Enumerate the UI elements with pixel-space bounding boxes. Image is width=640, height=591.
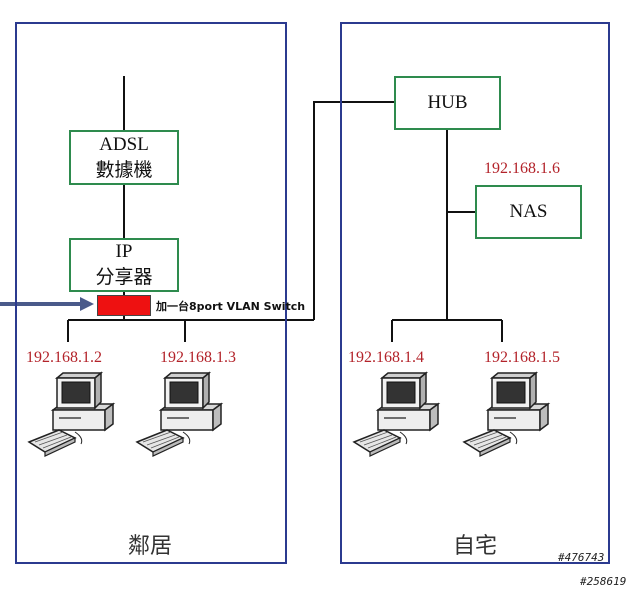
computer-icon	[463, 372, 549, 457]
hub-box: HUB	[394, 76, 501, 130]
modem-label: 數據機	[95, 159, 153, 181]
hub-label: HUB	[427, 92, 468, 113]
adsl-modem-box: ADSL 數據機	[69, 130, 179, 185]
arrow-to-switch	[0, 297, 94, 311]
computer-icon	[353, 372, 439, 457]
nas-label: NAS	[509, 201, 548, 222]
computer-icon	[28, 372, 114, 457]
nas-box: NAS	[475, 185, 582, 239]
ip-pc2: 192.168.1.3	[160, 349, 236, 366]
ip-pc3: 192.168.1.4	[348, 349, 424, 366]
watermark-outer: #258619	[580, 575, 627, 588]
home-label: 自宅	[453, 533, 498, 558]
adsl-label: ADSL	[99, 133, 149, 155]
ip-router-box: IP 分享器	[69, 238, 179, 292]
switch-annotation: 加一台8port VLAN Switch	[156, 300, 306, 313]
ip-pc4: 192.168.1.5	[484, 349, 560, 366]
home-panel	[340, 22, 610, 564]
watermark-inner: #476743	[558, 551, 605, 564]
line-switch-hub	[313, 101, 394, 320]
vlan-switch	[97, 295, 151, 316]
ip-pc1: 192.168.1.2	[26, 349, 102, 366]
router-label: 分享器	[95, 267, 153, 288]
neighbor-panel	[15, 22, 287, 564]
computer-icon	[136, 372, 222, 457]
ip-label: IP	[115, 241, 133, 262]
ip-nas: 192.168.1.6	[484, 160, 560, 177]
neighbor-label: 鄰居	[128, 533, 173, 558]
